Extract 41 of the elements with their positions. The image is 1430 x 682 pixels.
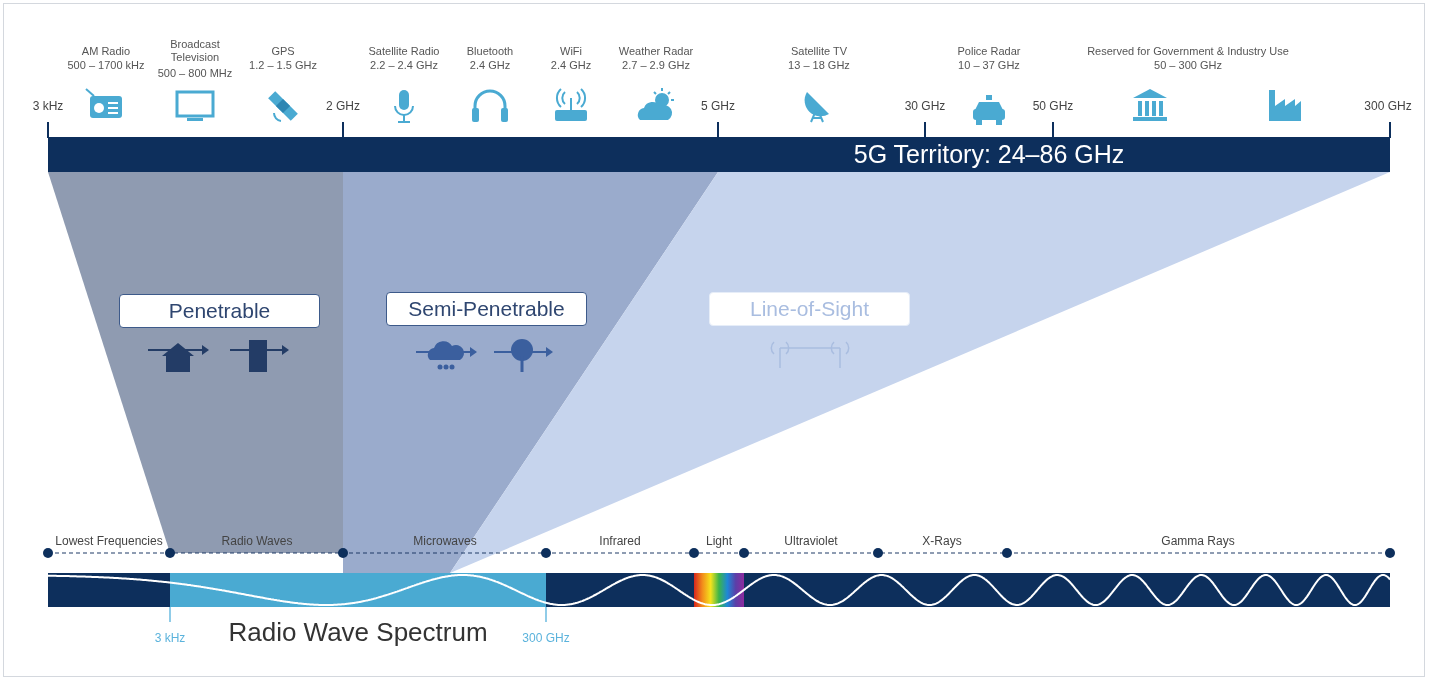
tick-label: 300 GHz: [1364, 99, 1412, 114]
category-box: Semi-Penetrable: [386, 292, 587, 326]
spectrum-band-label: Microwaves: [413, 534, 477, 549]
spectrum-band-label: X-Rays: [922, 534, 962, 549]
tick-label: 50 GHz: [1032, 99, 1074, 114]
band-name: Satellite Radio: [368, 45, 440, 59]
frequency-range: 500 – 1700 kHz: [67, 59, 145, 73]
band-name: Broadcast Television: [169, 38, 221, 65]
tick-label: 5 GHz: [701, 99, 735, 114]
band-name: AM Radio: [81, 45, 131, 59]
frequency-range: 13 – 18 GHz: [788, 59, 850, 73]
frequency-range: 50 – 300 GHz: [1154, 59, 1222, 73]
tick-label: 30 GHz: [904, 99, 946, 114]
frequency-range: 10 – 37 GHz: [958, 59, 1020, 73]
spectrum-title: Radio Wave Spectrum: [228, 617, 488, 649]
spectrum-band-label: Light: [706, 534, 732, 549]
frequency-range: 1.2 – 1.5 GHz: [249, 59, 317, 73]
band-name: Reserved for Government & Industry Use: [1087, 45, 1289, 59]
band-name: Police Radar: [957, 45, 1021, 59]
band-name: Weather Radar: [618, 45, 694, 59]
spectrum-band-label: Radio Waves: [221, 534, 293, 549]
frequency-range: 2.4 GHz: [469, 59, 511, 73]
spectrum-band-label: Ultraviolet: [784, 534, 838, 549]
tick-label: 3 kHz: [32, 99, 64, 114]
frequency-range: 2.2 – 2.4 GHz: [370, 59, 438, 73]
spectrum-band-label: Lowest Frequencies: [55, 534, 163, 549]
spectrum-band-label: Gamma Rays: [1161, 534, 1235, 549]
band-name: Bluetooth: [466, 45, 514, 59]
band-name: WiFi: [560, 45, 582, 59]
tick-label: 2 GHz: [326, 99, 360, 114]
frequency-range: 2.7 – 2.9 GHz: [622, 59, 690, 73]
band-name: Satellite TV: [790, 45, 848, 59]
range-label: 3 kHz: [154, 631, 186, 646]
frequency-range: 2.4 GHz: [550, 59, 592, 73]
category-box: Penetrable: [119, 294, 320, 328]
frequency-range: 500 – 800 MHz: [157, 67, 233, 81]
range-label: 300 GHz: [522, 631, 570, 646]
spectrum-band-label: Infrared: [599, 534, 641, 549]
band-name: GPS: [271, 45, 295, 59]
frequency-bar: 5G Territory: 24–86 GHz: [48, 137, 1390, 172]
category-box: Line-of-Sight: [709, 292, 910, 326]
